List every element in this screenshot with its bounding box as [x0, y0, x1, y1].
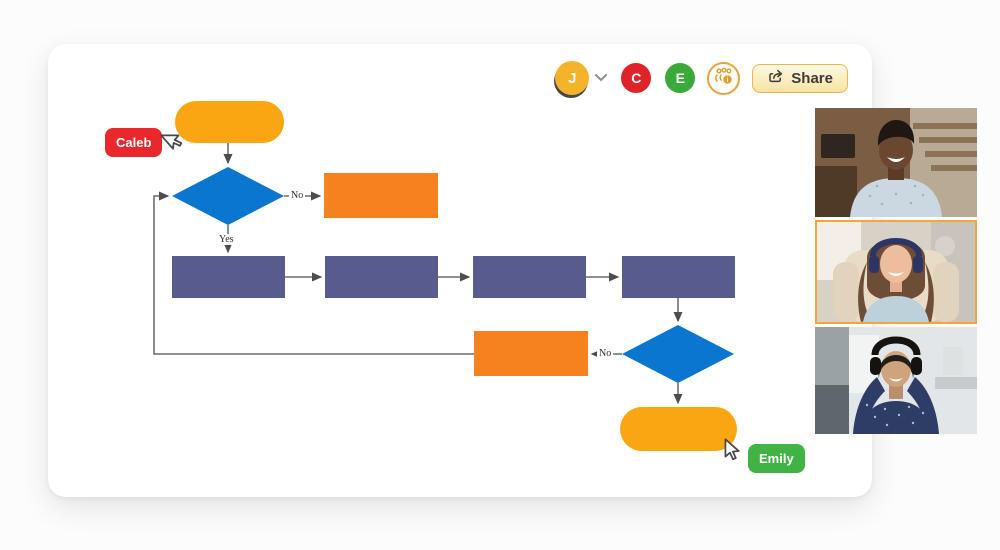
presence-label-caleb: Caleb — [105, 128, 163, 157]
chevron-down-icon[interactable] — [595, 74, 608, 82]
flow-node-step-2[interactable] — [325, 256, 438, 298]
presence-label-emily: Emily — [748, 444, 805, 473]
flow-node-end-terminal[interactable] — [620, 407, 737, 451]
caleb-cursor-icon — [158, 130, 184, 161]
participant-2-video — [817, 222, 975, 322]
share-button-label: Share — [791, 69, 833, 87]
svg-text:i: i — [726, 77, 728, 84]
participant-1-video — [815, 108, 977, 217]
flowchart-diagram: No Yes No Caleb Emily — [48, 44, 872, 497]
emily-cursor-icon — [720, 436, 746, 467]
video-participant-2-active[interactable] — [815, 220, 977, 324]
flow-node-step-1[interactable] — [172, 256, 285, 298]
flow-node-start-terminal[interactable] — [175, 101, 284, 143]
edge-label-yes: Yes — [217, 234, 236, 245]
group-info-icon: i — [714, 67, 734, 90]
flow-node-step-3[interactable] — [473, 256, 586, 298]
video-participant-1[interactable] — [815, 108, 977, 217]
flow-node-result-no-2[interactable] — [474, 331, 588, 376]
collaborators-group-button[interactable]: i — [707, 61, 741, 95]
flow-node-result-no-1[interactable] — [324, 173, 438, 218]
whiteboard-canvas[interactable]: J C E i — [48, 44, 872, 497]
flow-node-step-4[interactable] — [622, 256, 735, 298]
participant-3-video — [815, 327, 977, 434]
collaborator-avatar-e[interactable]: E — [665, 63, 696, 93]
edge-label-no-2: No — [597, 348, 614, 359]
collaborator-avatar-c[interactable]: C — [621, 63, 652, 93]
edge-label-no-1: No — [289, 190, 306, 201]
current-user-avatar[interactable]: J — [555, 61, 590, 95]
share-icon — [767, 68, 784, 88]
video-participant-3[interactable] — [815, 327, 977, 434]
share-button[interactable]: Share — [752, 63, 848, 93]
toolbar: J C E i — [555, 61, 848, 95]
video-call-panel — [815, 108, 977, 437]
